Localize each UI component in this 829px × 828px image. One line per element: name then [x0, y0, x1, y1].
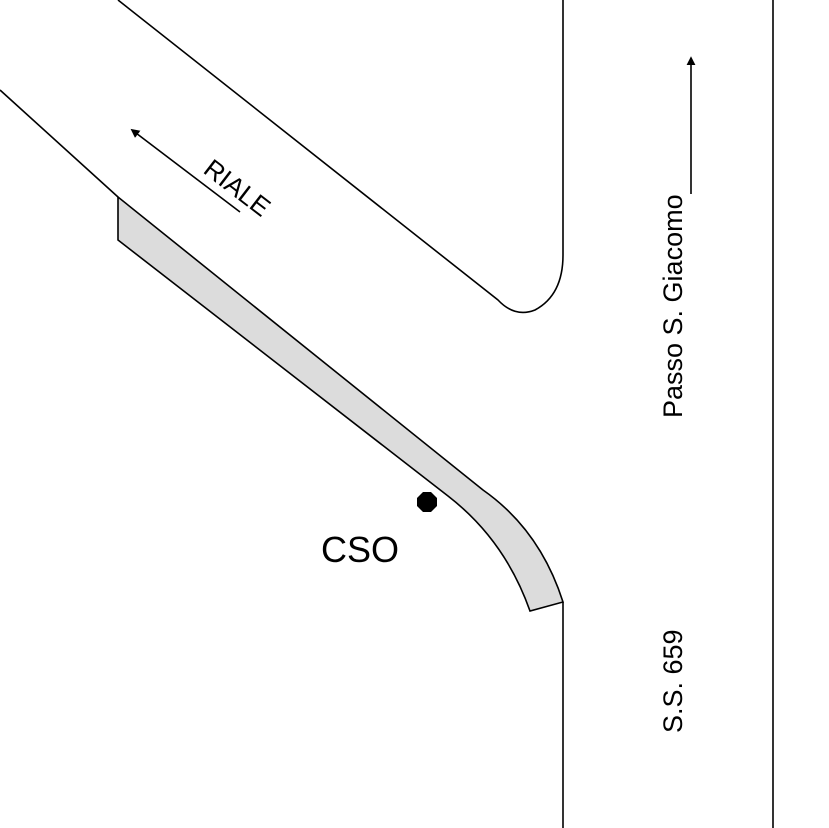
sidewalk-strip — [117, 195, 565, 612]
cso-marker-icon — [417, 492, 437, 512]
riale-label: RIALE — [198, 153, 276, 223]
cso-label: CSO — [321, 529, 399, 570]
ss-659-label: S.S. 659 — [658, 629, 688, 733]
riale-road-upper-edge — [117, 0, 564, 314]
passo-san-giacomo-label: Passo S. Giacomo — [658, 194, 688, 418]
riale-road-lower-edge — [0, 89, 119, 198]
riale-direction-arrow-icon — [130, 128, 241, 213]
